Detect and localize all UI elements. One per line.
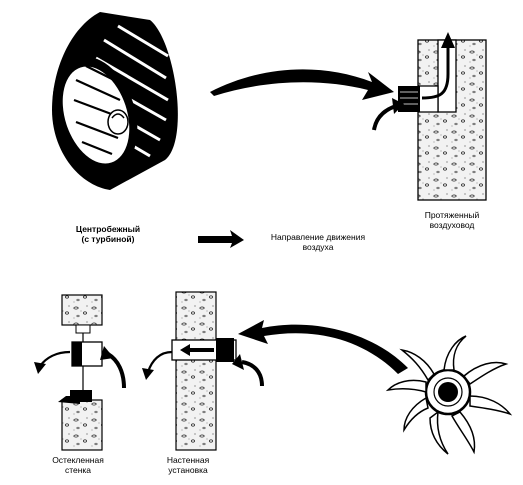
direction-label-line1: Направление движения xyxy=(270,232,366,242)
glazed-wall-label: Остекленная стенка xyxy=(38,455,118,475)
wall-installation-label-line2: установка xyxy=(168,465,208,475)
wall-installation xyxy=(142,291,264,451)
arrow-from-impeller xyxy=(238,320,408,374)
centrifugal-label: Центробежный (с турбиной) xyxy=(58,224,158,244)
duct-wall xyxy=(372,32,487,201)
duct-label-line1: Протяженный xyxy=(424,210,480,220)
direction-label: Направление движения воздуха xyxy=(258,232,378,252)
glazed-wall-installation xyxy=(34,294,126,451)
legend-direction-arrow xyxy=(198,230,244,248)
wall-installation-label-line1: Настенная xyxy=(166,455,210,465)
centrifugal-label-line1: Центробежный xyxy=(75,224,141,234)
impeller xyxy=(385,335,513,455)
duct-label: Протяженный воздуховод xyxy=(412,210,492,230)
glazed-wall-label-line2: стенка xyxy=(64,465,92,475)
arrow-to-duct xyxy=(210,69,394,100)
duct-label-line2: воздуховод xyxy=(429,220,475,230)
direction-label-line2: воздуха xyxy=(302,242,334,252)
wall-installation-label: Настенная установка xyxy=(148,455,228,475)
centrifugal-label-line2: (с турбиной) xyxy=(81,234,135,244)
centrifugal-fan-drum xyxy=(52,12,178,190)
glazed-wall-label-line1: Остекленная xyxy=(52,455,104,465)
